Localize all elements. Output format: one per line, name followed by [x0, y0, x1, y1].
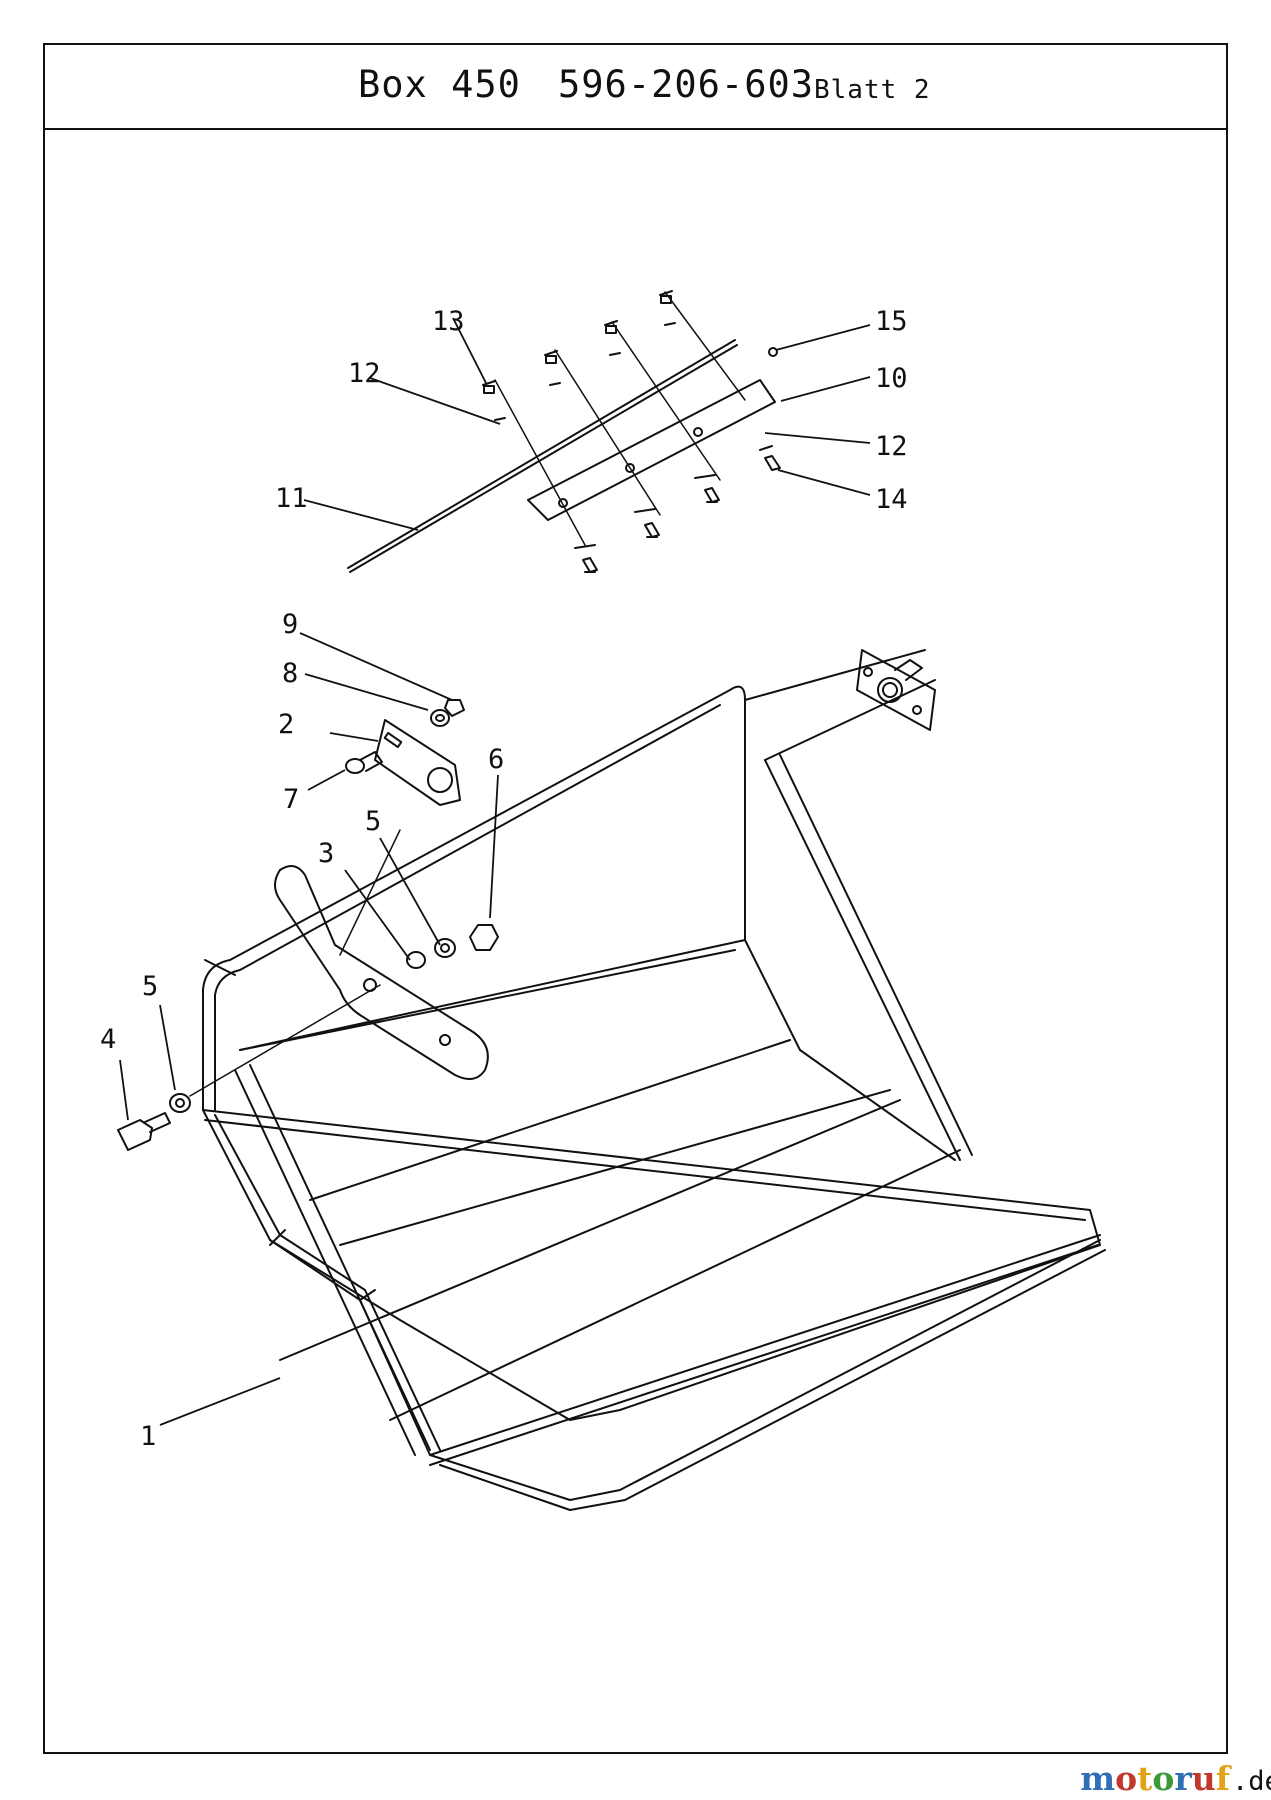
- drawing-frame: Box 450 596-206-603 Blatt 2: [43, 43, 1228, 1754]
- callout-3: 3: [318, 838, 334, 869]
- hinge-bracket: [274, 865, 489, 1080]
- logo-letter: o: [1115, 1759, 1137, 1798]
- logo-letter: r: [1174, 1759, 1192, 1798]
- part-number: 596-206-603: [558, 63, 815, 106]
- callout-7: 7: [283, 784, 299, 815]
- sheet-label: Blatt 2: [814, 75, 931, 105]
- spacer-washer-nut: [339, 829, 499, 969]
- right-hinge-bracket: [856, 649, 936, 731]
- callout-14: 14: [875, 484, 908, 515]
- callout-5-lower: 5: [142, 971, 158, 1002]
- callout-12-left: 12: [348, 358, 381, 389]
- logo-letter: o: [1152, 1759, 1174, 1798]
- logo-letter: f: [1216, 1759, 1232, 1798]
- logo-wordmark: motoruf: [1080, 1759, 1232, 1798]
- logo-tld: .de: [1232, 1766, 1271, 1797]
- washer-and-nut: [430, 699, 465, 727]
- callout-10: 10: [875, 363, 908, 394]
- callout-8: 8: [282, 658, 298, 689]
- callout-6: 6: [488, 744, 504, 775]
- logo-letter: m: [1080, 1759, 1115, 1798]
- logo-letter: u: [1192, 1759, 1216, 1798]
- callout-1: 1: [140, 1421, 156, 1452]
- deflector-strip-assembly: [347, 290, 781, 573]
- leader-lines: [119, 317, 871, 1426]
- grass-box-body: [202, 649, 1106, 1511]
- title-block: Box 450 596-206-603 Blatt 2: [45, 45, 1226, 130]
- bolt-7: [345, 751, 383, 774]
- logo-letter: t: [1137, 1759, 1153, 1798]
- bolt-4-washer-5: [117, 984, 381, 1151]
- callout-15: 15: [875, 306, 908, 337]
- callout-labels: 1 2 3 4 5 5 6 7 8 9 10 11 12 12 13 14 15: [100, 306, 908, 1452]
- callout-9: 9: [282, 609, 298, 640]
- callout-13: 13: [432, 306, 465, 337]
- callout-11: 11: [275, 483, 308, 514]
- callout-4: 4: [100, 1024, 116, 1055]
- callout-2: 2: [278, 709, 294, 740]
- callout-12-right: 12: [875, 431, 908, 462]
- callout-5-upper: 5: [365, 806, 381, 837]
- mounting-plate: [374, 719, 461, 806]
- model-title: Box 450: [358, 63, 521, 106]
- motoruf-logo: motoruf .de: [1080, 1759, 1271, 1798]
